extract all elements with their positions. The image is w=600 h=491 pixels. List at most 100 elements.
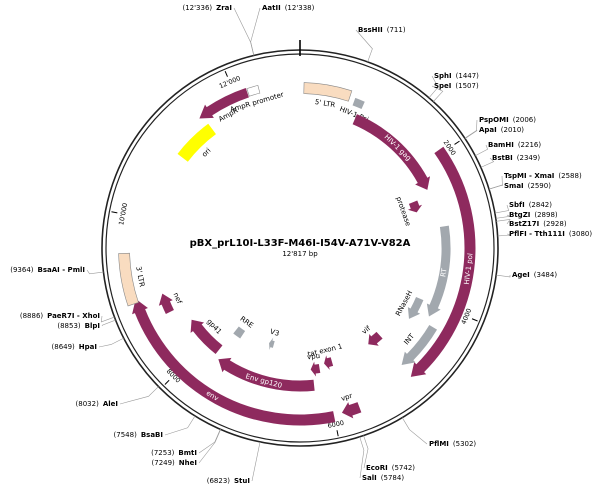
feature-ampr-promoter bbox=[246, 85, 261, 97]
site-leader-bsshii bbox=[355, 29, 373, 63]
feature-label-rre: RRE bbox=[239, 315, 255, 330]
site-position: (2898) bbox=[534, 211, 558, 219]
site-leader-zrai bbox=[233, 7, 255, 56]
site-position: (3080) bbox=[569, 230, 593, 238]
tick-mark bbox=[454, 140, 460, 145]
feature-label-hiv-1-gag: HIV-1 gag bbox=[383, 133, 413, 163]
site-bmti: (7253)BmtI bbox=[151, 449, 197, 457]
site-leader-blpi bbox=[101, 319, 116, 327]
feature-nef bbox=[158, 293, 174, 315]
feature-label-nef: nef bbox=[172, 291, 184, 305]
site-leader-bstz17i bbox=[496, 218, 511, 225]
feature-int bbox=[401, 325, 438, 366]
site-alei: (8032)AleI bbox=[76, 400, 118, 408]
site-position: (2842) bbox=[529, 201, 553, 209]
site-position: (7548) bbox=[114, 431, 138, 439]
site-name: NheI bbox=[179, 459, 197, 467]
feature-label-vif: vif bbox=[360, 324, 372, 336]
site-btgzi: BtgZI (2898) bbox=[509, 211, 558, 219]
feature-ori bbox=[177, 123, 216, 162]
site-leader-bstbi bbox=[480, 157, 495, 168]
site-agei: AgeI(3484) bbox=[512, 271, 557, 279]
site-pflmi: PflMI(5302) bbox=[429, 440, 476, 448]
site-name: BssHII bbox=[358, 26, 383, 34]
site-leader-sphi bbox=[428, 75, 439, 98]
feature-rre bbox=[233, 326, 246, 339]
site-position: (8853) bbox=[57, 322, 81, 330]
site-leader-paer7i-xhoi bbox=[100, 315, 115, 323]
tick-mark bbox=[164, 379, 170, 385]
site-name: ZraI bbox=[216, 4, 232, 12]
tick-label: 12'000 bbox=[218, 74, 242, 90]
site-name: HpaI bbox=[79, 343, 97, 351]
site-position: (12'338) bbox=[285, 4, 315, 12]
site-name: SphI bbox=[434, 72, 452, 80]
site-name: AatII bbox=[262, 4, 281, 12]
site-position: (2588) bbox=[558, 172, 582, 180]
site-bsabi: (7548)BsaBI bbox=[114, 431, 163, 439]
site-bstz17i: BstZ17I(2928) bbox=[509, 220, 567, 228]
feature-hiv-1-psi bbox=[352, 97, 365, 110]
site-name: BlpI bbox=[85, 322, 100, 330]
site-paer7i-xhoi: (8886)PaeR7I - XhoI bbox=[20, 312, 100, 320]
feature-hiv-1-gag bbox=[352, 114, 431, 190]
site-name: BtgZI bbox=[509, 211, 530, 219]
feature-5-ltr bbox=[303, 82, 353, 102]
site-leader-bamhi bbox=[475, 144, 488, 157]
site-bstbi: BstBI(2349) bbox=[492, 154, 540, 162]
site-position: (8649) bbox=[52, 343, 76, 351]
site-position: (5784) bbox=[381, 474, 405, 482]
site-name: SpeI bbox=[434, 82, 451, 90]
restriction-site-layer: (12'336)ZraI AatII (12'338) BssHII(711) SphI… bbox=[10, 4, 592, 485]
plasmid-size: 12'817 bp bbox=[282, 250, 318, 258]
feature-hiv-1-pol bbox=[410, 146, 476, 377]
feature-label-vpu: vpu bbox=[307, 352, 321, 362]
feature-protease bbox=[407, 200, 423, 213]
site-name: BmtI bbox=[178, 449, 197, 457]
site-stui: (6823)StuI bbox=[207, 477, 250, 485]
site-position: (1447) bbox=[456, 72, 480, 80]
site-leader-bsaai-pmli bbox=[86, 269, 104, 275]
feature-gp41 bbox=[190, 319, 223, 355]
site-sphi: SphI (1447) bbox=[434, 72, 479, 80]
site-zrai: (12'336)ZraI bbox=[182, 4, 232, 12]
site-leader-pflmi bbox=[401, 417, 428, 445]
site-name: StuI bbox=[234, 477, 250, 485]
site-name: PaeR7I - XhoI bbox=[47, 312, 100, 320]
feature-rnaseh bbox=[407, 297, 424, 319]
site-position: (9364) bbox=[10, 266, 34, 274]
site-leader-pflfi-tth111i bbox=[497, 233, 512, 237]
site-name: BsaAI - PmlI bbox=[38, 266, 85, 274]
site-apai: ApaI(2010) bbox=[479, 126, 524, 134]
site-leader-bsabi bbox=[164, 415, 196, 436]
feature-label-hiv-1-pol: HIV-1 pol bbox=[463, 253, 475, 285]
site-smai: SmaI(2590) bbox=[504, 182, 551, 190]
feature-label-int: INT bbox=[403, 332, 417, 347]
tick-label: 6000 bbox=[327, 419, 345, 430]
site-bsshii: BssHII(711) bbox=[358, 26, 406, 34]
plasmid-name: pBX_prL10I-L33F-M46I-I54V-A71V-V82A bbox=[190, 238, 411, 249]
site-leader-pspomi bbox=[464, 119, 478, 139]
site-ecori: EcoRI(5742) bbox=[366, 464, 415, 472]
site-name: PspOMI bbox=[479, 116, 509, 124]
site-name: AgeI bbox=[512, 271, 530, 279]
feature-label-ori: ori bbox=[200, 147, 212, 159]
feature-vpu bbox=[310, 361, 321, 377]
feature-label-rt: RT bbox=[439, 267, 448, 278]
site-name: AleI bbox=[103, 400, 118, 408]
site-name: BamHI bbox=[488, 141, 514, 149]
site-position: (6823) bbox=[207, 477, 231, 485]
site-position: (5742) bbox=[392, 464, 416, 472]
site-leader-stui bbox=[251, 441, 261, 482]
site-name: ApaI bbox=[479, 126, 497, 134]
feature-label-vpr: vpr bbox=[340, 392, 353, 403]
site-leader-apai bbox=[464, 129, 478, 139]
site-position: (5302) bbox=[453, 440, 477, 448]
site-bsaai-pmli: (9364) BsaAI - PmlI bbox=[10, 266, 85, 274]
site-leader-bmti bbox=[198, 429, 221, 454]
site-position: (2349) bbox=[517, 154, 541, 162]
site-position: (1507) bbox=[455, 82, 479, 90]
feature-env-gp120 bbox=[218, 357, 315, 392]
site-nhei: (7249)NheI bbox=[152, 459, 197, 467]
